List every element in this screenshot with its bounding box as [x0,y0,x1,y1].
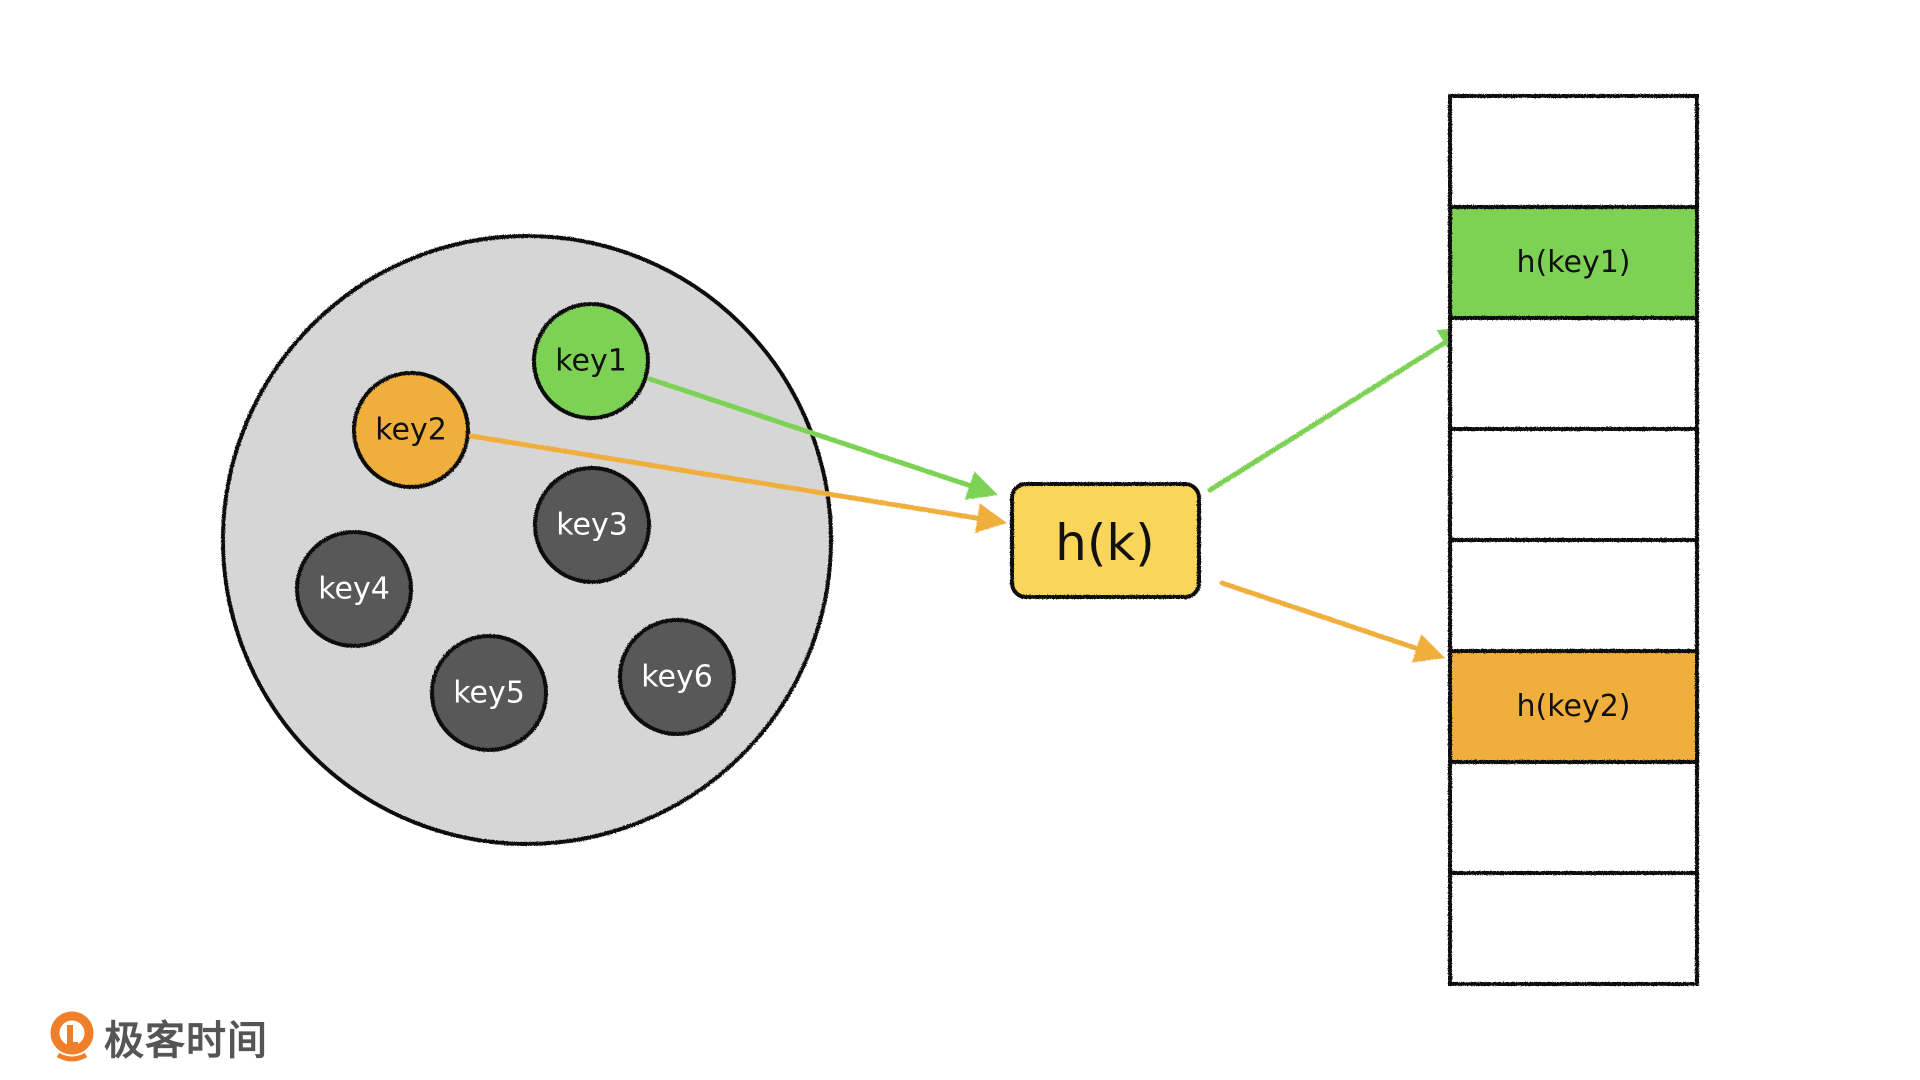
brand-logo-text: 极客时间 [104,1018,268,1064]
edge-key2-to-hash_function [468,433,1007,533]
slot-cell [1448,649,1699,764]
key-node-key1: key1 [532,302,650,420]
arrow-line [647,376,973,489]
geektime-logo-icon [50,1011,94,1062]
key-node-key2: key2 [352,371,470,489]
key-node-key5: key5 [430,634,548,752]
table-slot-7 [1448,871,1699,986]
brand-logo: 极客时间 [48,1008,268,1066]
table-slot-0 [1448,94,1699,209]
table-slot-2 [1448,316,1699,431]
table-slot-6 [1448,760,1699,875]
hash-function-box [1010,482,1201,599]
key-label: key3 [556,508,628,543]
arrow-line [1219,580,1420,651]
table-slot-1: h(key1) [1448,205,1699,320]
key-label: key2 [375,413,447,448]
key-label: key1 [555,344,627,379]
key-set-circle [221,234,833,846]
slot-cell [1448,871,1699,986]
slot-cell [1448,316,1699,431]
key-label: key5 [453,676,525,711]
table-slot-4 [1448,538,1699,653]
slot-cell [1448,205,1699,320]
slot-label: h(key1) [1516,245,1630,280]
edge-hash_function-to-slot-1 [1207,327,1470,493]
key-circle [618,618,736,736]
arrow-line [1207,340,1448,493]
hash-function-label: h(k) [1055,514,1155,572]
slot-cell [1448,538,1699,653]
slot-cell [1448,94,1699,209]
edge-hash_function-to-slot-5 [1219,580,1445,663]
arrow-line [468,433,980,521]
table-slot-5: h(key2) [1448,649,1699,764]
edge-key1-to-hash_function [647,376,998,500]
hash-table: h(key1) h(key2) [1448,94,1699,986]
edges [468,327,1470,663]
key-set: key1 key2 key3 key4 key5 key6 [221,234,833,846]
hash-function-node: h(k) [1010,482,1201,599]
slot-label: h(key2) [1516,689,1630,724]
arrow-head-icon [964,471,998,500]
slot-cell [1448,427,1699,542]
key-circle [295,530,413,648]
arrow-head-icon [974,503,1007,533]
key-circle [532,302,650,420]
key-label: key6 [641,660,713,695]
table-slot-3 [1448,427,1699,542]
key-node-key4: key4 [295,530,413,648]
key-circle [352,371,470,489]
key-circle [533,466,651,584]
arrow-head-icon [1411,634,1445,663]
slot-cell [1448,760,1699,875]
key-node-key6: key6 [618,618,736,736]
key-node-key3: key3 [533,466,651,584]
key-circle [430,634,548,752]
key-label: key4 [318,572,390,607]
